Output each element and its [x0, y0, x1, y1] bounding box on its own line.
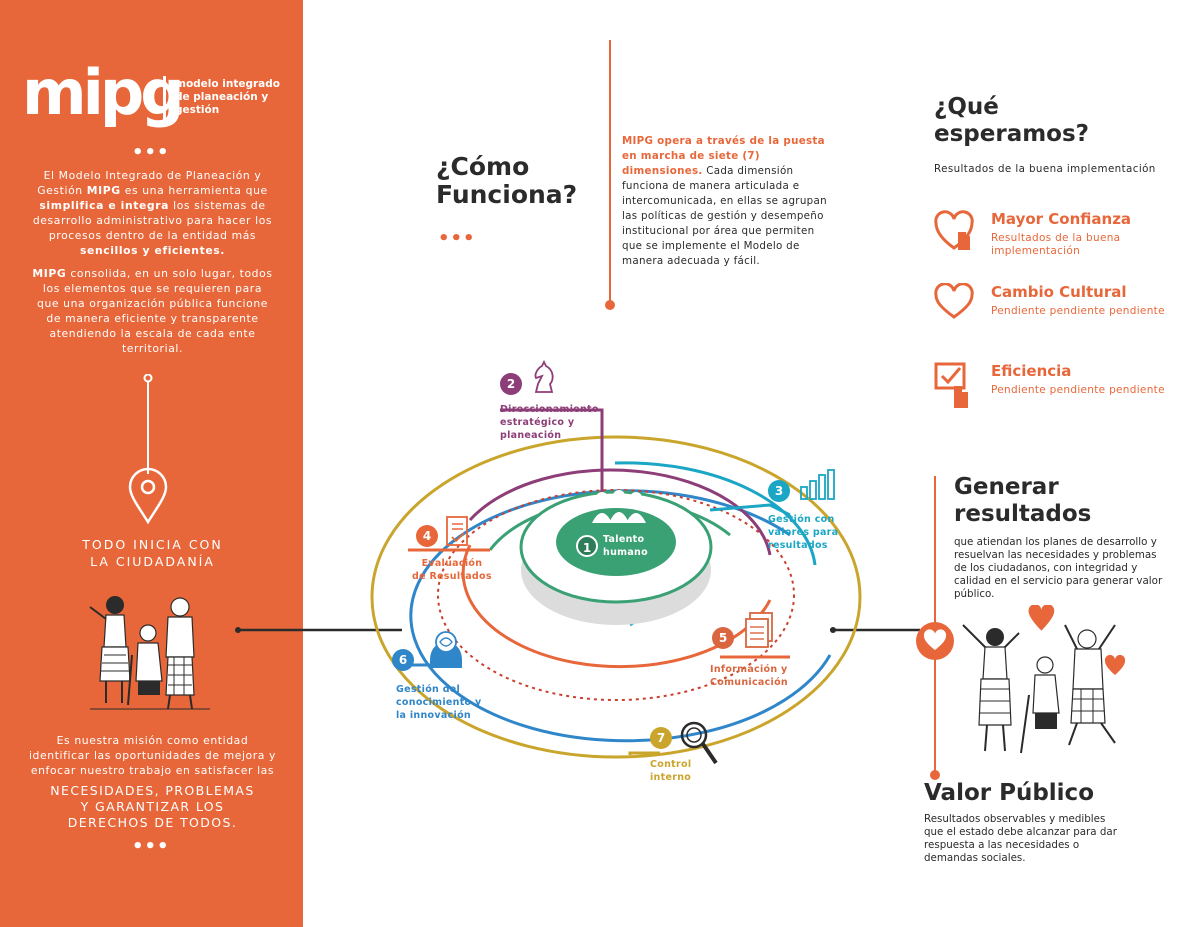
intro-paragraph-1: El Modelo Integrado de Planeación y Gest…	[32, 169, 273, 257]
check-hand-icon	[934, 362, 968, 408]
todo-inicia-heading: TODO INICIA CON LA CIUDADANÍA	[82, 537, 223, 569]
que-esperamos-title: ¿Qué esperamos?	[934, 94, 1090, 147]
heart-hand-icon	[934, 210, 974, 250]
result-eficiencia: Eficiencia Pendiente pendiente pendiente	[934, 362, 1184, 422]
generar-resultados-text: que atiendan los planes de desarrollo y …	[954, 536, 1163, 600]
result-desc: Resultados de la buena implementación	[991, 232, 1121, 257]
vertical-connector	[609, 40, 611, 305]
checklist-icon	[446, 516, 468, 546]
bar-chart-icon	[800, 469, 835, 500]
dimension-5-badge: 5	[712, 627, 734, 649]
result-title: Mayor Confianza	[991, 210, 1132, 228]
heart-icon	[934, 283, 974, 319]
mision-caps-text: NECESIDADES, PROBLEMAS Y GARANTIZAR LOS …	[50, 783, 255, 830]
magnifier-icon	[680, 721, 718, 765]
result-desc: Pendiente pendiente pendiente	[991, 384, 1165, 396]
que-esperamos-subtitle: Resultados de la buena implementación	[934, 163, 1156, 175]
mipg-logo: mipg	[22, 56, 185, 129]
dimension-7-badge: 7	[650, 727, 672, 749]
valor-publico-text: Resultados observables y medibles que el…	[924, 813, 1117, 864]
result-cambio-cultural: Cambio Cultural Pendiente pendiente pend…	[934, 283, 1184, 343]
documents-icon	[745, 612, 773, 648]
connector-dot	[605, 300, 615, 310]
como-funciona-text: MIPG opera a través de la puesta en marc…	[622, 135, 827, 267]
results-connector-dot	[930, 770, 940, 780]
heart-icon	[923, 629, 947, 650]
dimension-3-badge: 3	[768, 480, 790, 502]
decorative-dots-orange: •••	[438, 228, 476, 249]
result-title: Eficiencia	[991, 362, 1072, 380]
left-panel: mipg modelo integrado de planeación y ge…	[0, 0, 303, 927]
logo-divider	[163, 76, 166, 122]
location-pin-icon	[128, 374, 168, 525]
logo-subtitle: modelo integrado de planeación y gestión	[175, 78, 280, 116]
decorative-dots: •••	[132, 142, 170, 163]
heart-badge	[916, 622, 954, 660]
generar-resultados-title: Generar resultados	[954, 474, 1092, 527]
brain-head-icon	[430, 631, 462, 668]
valor-publico-title: Valor Público	[924, 780, 1094, 806]
dimension-1-badge: 1	[576, 535, 598, 557]
mision-text: Es nuestra misión como entidad identific…	[28, 734, 277, 777]
intro-paragraph-2: MIPG consolida, en un solo lugar, todos …	[32, 267, 273, 355]
citizens-illustration	[89, 596, 210, 710]
chess-knight-icon	[534, 360, 554, 393]
result-title: Cambio Cultural	[991, 283, 1127, 301]
celebrating-citizens-illustration	[962, 605, 1126, 754]
diagram-rings	[235, 408, 920, 759]
people-icon	[592, 490, 646, 523]
dimension-2-badge: 2	[500, 373, 522, 395]
dimension-4-badge: 4	[416, 525, 438, 547]
como-funciona-title: ¿Cómo Funciona?	[436, 152, 578, 209]
result-desc: Pendiente pendiente pendiente	[991, 305, 1165, 317]
dimension-6-badge: 6	[392, 649, 414, 671]
result-mayor-confianza: Mayor Confianza Resultados de la buena i…	[934, 210, 1184, 270]
decorative-dots-bottom: •••	[132, 836, 170, 857]
